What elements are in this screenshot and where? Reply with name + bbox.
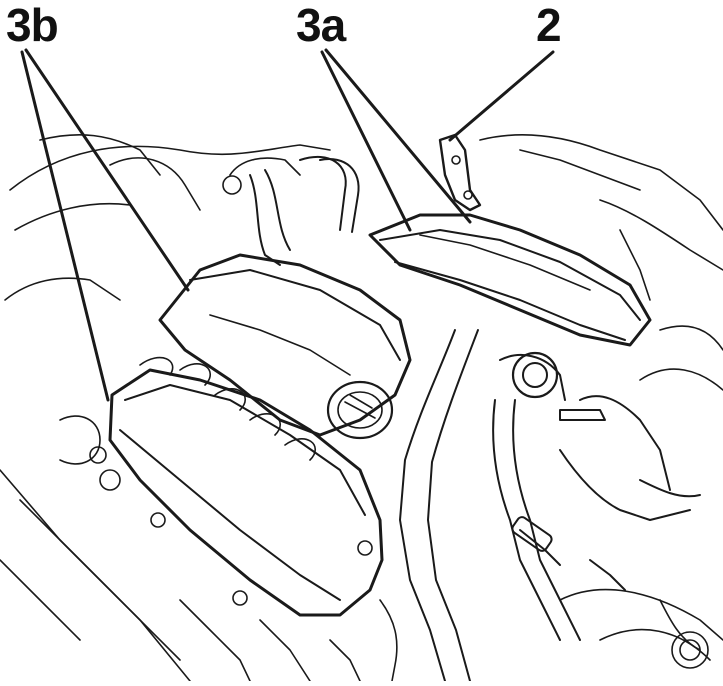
leader-3a-left <box>320 50 412 232</box>
callout-label-3a: 3a <box>296 0 346 51</box>
foreground-details <box>59 415 701 682</box>
cylinder-head-cover-3a <box>368 213 652 347</box>
cylinder-head-cover-upper <box>158 253 412 440</box>
engine-bay-background <box>0 134 723 682</box>
callout-label-2: 2 <box>536 0 562 51</box>
leader-3a-right <box>324 48 472 224</box>
cylinder-head-cover-3b <box>108 356 384 617</box>
callout-label-3b: 3b <box>6 0 59 51</box>
leader-2 <box>448 50 555 142</box>
component-2-bracket <box>438 133 482 212</box>
leader-3b-left <box>20 50 110 402</box>
leader-lines <box>20 48 555 402</box>
hoses-and-pipes <box>249 155 701 682</box>
leader-3b-right <box>24 48 190 292</box>
